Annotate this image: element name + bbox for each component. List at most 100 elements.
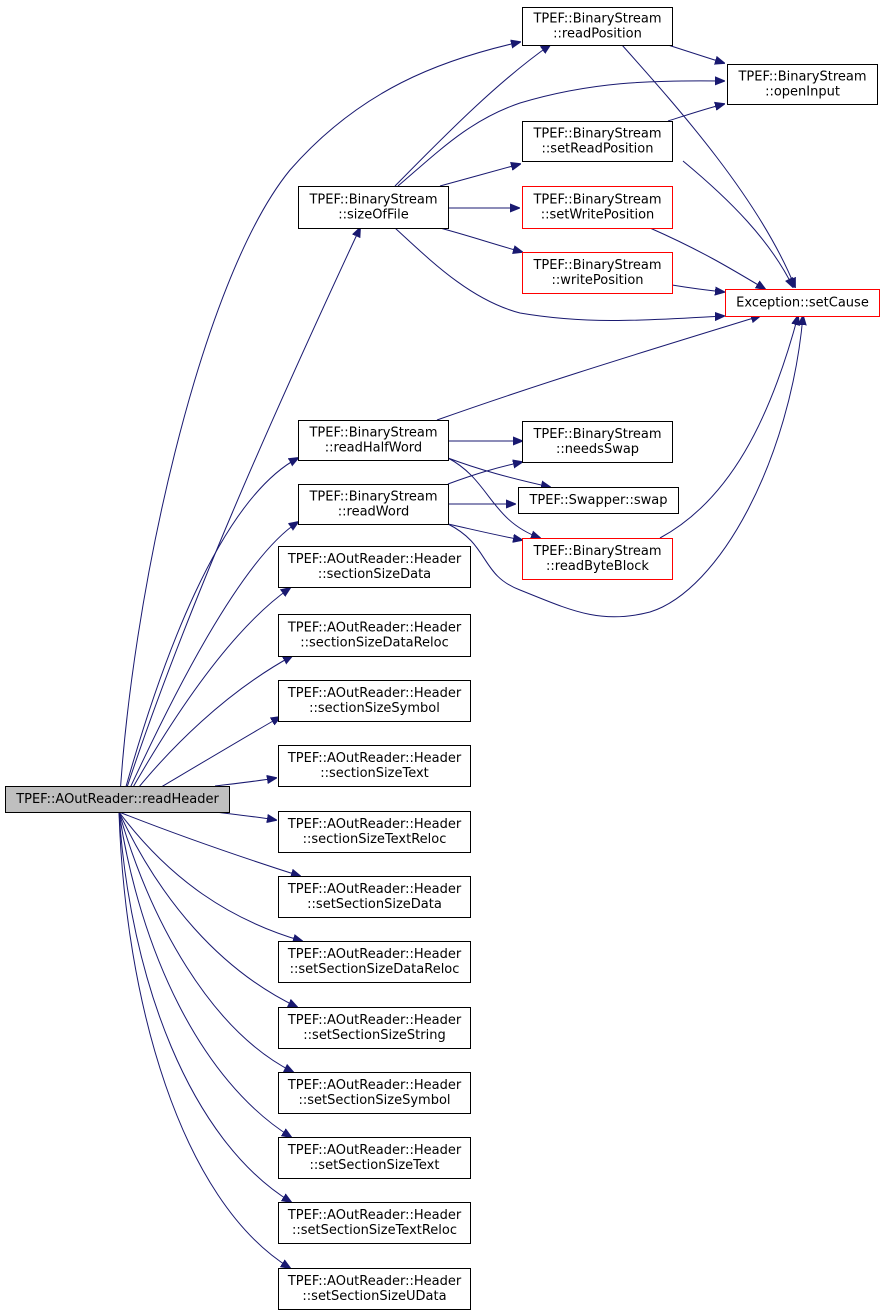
node-box	[522, 252, 673, 294]
node-h_sectionSizeText[interactable]: TPEF::AOutReader::Header::sectionSizeTex…	[278, 745, 471, 787]
node-root[interactable]: TPEF::AOutReader::readHeader	[5, 786, 230, 813]
node-label-line: TPEF::BinaryStream	[532, 427, 661, 442]
node-label-line: TPEF::AOutReader::Header	[287, 1208, 462, 1223]
node-h_sectionSizeSymbol[interactable]: TPEF::AOutReader::Header::sectionSizeSym…	[278, 680, 471, 722]
edge-root-to-h_setSectionSizeSymbol	[118, 811, 293, 1072]
node-label-line: ::setSectionSizeString	[303, 1028, 445, 1043]
node-label-line: TPEF::AOutReader::Header	[287, 1078, 462, 1093]
node-label-line: TPEF::BinaryStream	[532, 544, 661, 559]
node-box	[298, 484, 449, 525]
node-label-line: TPEF::AOutReader::readHeader	[15, 792, 219, 807]
edge-root-to-readHalfWord	[118, 458, 298, 813]
edge-setReadPosition-to-openInput	[667, 104, 724, 122]
node-box	[518, 487, 679, 514]
edge-setWritePosition-to-setCause	[649, 227, 765, 289]
node-box	[278, 1007, 471, 1049]
edge-root-to-h_setSectionSizeTextReloc	[118, 811, 291, 1202]
node-box	[298, 186, 449, 229]
node-label-line: TPEF::AOutReader::Header	[287, 947, 462, 962]
node-label-line: ::needsSwap	[556, 442, 639, 457]
edge-readWord-to-needsSwap	[447, 462, 522, 485]
node-label-line: TPEF::AOutReader::Header	[287, 1013, 462, 1028]
node-openInput[interactable]: TPEF::BinaryStream::openInput	[727, 64, 878, 105]
node-label-line: ::openInput	[765, 85, 840, 100]
node-swap[interactable]: TPEF::Swapper::swap	[518, 487, 679, 514]
node-label-line: Exception::setCause	[736, 296, 869, 311]
node-label-line: ::setSectionSizeSymbol	[298, 1093, 450, 1108]
node-box	[278, 811, 471, 853]
node-readHalfWord[interactable]: TPEF::BinaryStream::readHalfWord	[298, 420, 449, 461]
node-box	[727, 64, 878, 105]
node-label-line: TPEF::AOutReader::Header	[287, 1274, 462, 1289]
node-box	[298, 420, 449, 461]
node-writePosition[interactable]: TPEF::BinaryStream::writePosition	[522, 252, 673, 294]
edge-root-to-h_setSectionSizeText	[118, 811, 291, 1137]
node-label-line: TPEF::BinaryStream	[532, 193, 661, 208]
node-label-line: TPEF::BinaryStream	[308, 193, 437, 208]
node-h_sectionSizeDataReloc[interactable]: TPEF::AOutReader::Header::sectionSizeDat…	[278, 614, 471, 657]
edge-sizeOfFile-to-openInput	[397, 81, 724, 187]
node-setCause[interactable]: Exception::setCause	[725, 289, 880, 317]
node-readByteBlock[interactable]: TPEF::BinaryStream::readByteBlock	[522, 538, 673, 580]
node-h_sectionSizeTextReloc[interactable]: TPEF::AOutReader::Header::sectionSizeTex…	[278, 811, 471, 853]
edge-sizeOfFile-to-writePosition	[439, 227, 522, 252]
node-box	[278, 546, 471, 588]
edge-readWord-to-readByteBlock	[447, 523, 522, 540]
node-label-line: TPEF::AOutReader::Header	[287, 751, 462, 766]
node-setWritePosition[interactable]: TPEF::BinaryStream::setWritePosition	[522, 186, 673, 229]
node-h_setSectionSizeString[interactable]: TPEF::AOutReader::Header::setSectionSize…	[278, 1007, 471, 1049]
node-readPosition[interactable]: TPEF::BinaryStream::readPosition	[522, 7, 673, 46]
node-label-line: ::setWritePosition	[541, 208, 655, 223]
node-label-line: TPEF::AOutReader::Header	[287, 621, 462, 636]
node-h_setSectionSizeTextReloc[interactable]: TPEF::AOutReader::Header::setSectionSize…	[278, 1202, 471, 1244]
node-label-line: TPEF::AOutReader::Header	[287, 817, 462, 832]
node-box	[278, 941, 471, 983]
node-box	[278, 614, 471, 657]
node-box	[522, 538, 673, 580]
node-box	[278, 1202, 471, 1244]
node-box	[522, 7, 673, 46]
edge-sizeOfFile-to-setReadPosition	[439, 164, 520, 187]
node-label-line: ::sectionSizeTextReloc	[303, 832, 447, 847]
node-sizeOfFile[interactable]: TPEF::BinaryStream::sizeOfFile	[298, 186, 449, 229]
edge-sizeOfFile-to-setCause	[394, 227, 724, 321]
node-h_setSectionSizeUData[interactable]: TPEF::AOutReader::Header::setSectionSize…	[278, 1268, 471, 1310]
node-label-line: ::writePosition	[551, 273, 643, 288]
node-h_setSectionSizeDataReloc[interactable]: TPEF::AOutReader::Header::setSectionSize…	[278, 941, 471, 983]
node-label-line: ::setSectionSizeUData	[302, 1289, 446, 1304]
node-h_sectionSizeData[interactable]: TPEF::AOutReader::Header::sectionSizeDat…	[278, 546, 471, 588]
node-label-line: ::setSectionSizeText	[310, 1158, 440, 1173]
node-box	[5, 786, 230, 813]
edge-root-to-readPosition	[118, 42, 520, 813]
node-box	[278, 680, 471, 722]
node-box	[522, 121, 673, 162]
node-label-line: TPEF::Swapper::swap	[528, 493, 667, 508]
node-label-line: ::readWord	[338, 505, 409, 520]
node-box	[278, 745, 471, 787]
node-label-line: ::setReadPosition	[542, 142, 654, 157]
node-box	[278, 876, 471, 918]
edge-root-to-h_setSectionSizeString	[118, 811, 297, 1007]
edge-root-to-h_setSectionSizeData	[118, 811, 300, 876]
node-box	[278, 1268, 471, 1310]
node-h_setSectionSizeData[interactable]: TPEF::AOutReader::Header::setSectionSize…	[278, 876, 471, 918]
node-label-line: ::readPosition	[553, 27, 642, 42]
node-readWord[interactable]: TPEF::BinaryStream::readWord	[298, 484, 449, 525]
node-h_setSectionSizeSymbol[interactable]: TPEF::AOutReader::Header::setSectionSize…	[278, 1072, 471, 1114]
node-label-line: ::readByteBlock	[546, 559, 649, 574]
node-label-line: TPEF::AOutReader::Header	[287, 1143, 462, 1158]
node-label-line: ::sizeOfFile	[338, 208, 409, 223]
edge-root-to-readWord	[118, 522, 298, 813]
node-setReadPosition[interactable]: TPEF::BinaryStream::setReadPosition	[522, 121, 673, 162]
node-label-line: ::setSectionSizeDataReloc	[290, 962, 460, 977]
edge-readHalfWord-to-readByteBlock	[447, 457, 540, 538]
node-label-line: ::setSectionSizeData	[307, 897, 442, 912]
node-needsSwap[interactable]: TPEF::BinaryStream::needsSwap	[522, 421, 673, 463]
node-h_setSectionSizeText[interactable]: TPEF::AOutReader::Header::setSectionSize…	[278, 1137, 471, 1179]
edge-root-to-h_setSectionSizeUData	[118, 811, 290, 1268]
edge-root-to-h_sectionSizeText	[214, 778, 276, 787]
edge-setReadPosition-to-setCause	[682, 160, 793, 287]
node-label-line: TPEF::BinaryStream	[532, 12, 661, 27]
edge-root-to-h_sectionSizeData	[118, 588, 290, 813]
